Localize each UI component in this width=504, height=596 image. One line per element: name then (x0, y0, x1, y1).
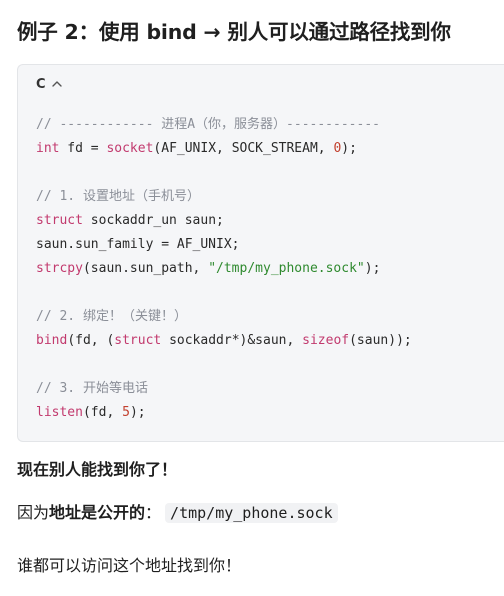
code-token: // ------------ 进程A（你，服务器）------------ (36, 117, 380, 132)
code-token: ); (341, 141, 357, 156)
code-token: struct (36, 213, 83, 228)
code-line: // 2. 绑定！（关键！） (36, 305, 412, 329)
chevron-up-icon (51, 81, 62, 87)
code-token: int (36, 141, 60, 156)
code-content: // ------------ 进程A（你，服务器）------------ in… (36, 113, 412, 425)
reason-colon: ： (145, 503, 162, 522)
code-line (36, 353, 412, 377)
statement-found: 现在别人能找到你了！ (17, 460, 178, 479)
code-token: sockaddr*)&saun, (161, 333, 303, 348)
code-token: "/tmp/my_phone.sock" (208, 261, 365, 276)
code-token: fd = (59, 141, 107, 156)
code-token: sizeof (302, 333, 350, 348)
code-token: socket (106, 141, 154, 156)
code-token: ); (129, 405, 146, 420)
section-heading: 例子 2：使用 bind → 别人可以通过路径找到你 (17, 20, 451, 44)
code-token: (fd, ( (67, 333, 115, 348)
code-token: 0 (333, 141, 342, 156)
code-line: listen(fd, 5); (36, 401, 412, 425)
code-token: ); (364, 261, 381, 276)
reason-prefix: 因为 (17, 503, 50, 522)
code-token: sockaddr_un saun; (82, 213, 224, 228)
code-token: // 3. 开始等电话 (36, 381, 148, 396)
code-collapse-toggle[interactable]: C (36, 77, 63, 92)
code-token: (fd, (82, 405, 123, 420)
code-token: saun.sun_family = AF_UNIX; (36, 237, 240, 252)
code-token: 5 (122, 405, 130, 420)
code-token: listen (36, 405, 83, 420)
code-line: strcpy(saun.sun_path, "/tmp/my_phone.soc… (36, 257, 412, 281)
code-line (36, 281, 412, 305)
statement-access: 谁都可以访问这个地址找到你！ (17, 556, 242, 575)
code-token: (AF_UNIX, SOCK_STREAM, (153, 141, 334, 156)
code-token: // 1. 设置地址（手机号） (36, 189, 200, 204)
code-line: int fd = socket(AF_UNIX, SOCK_STREAM, 0)… (36, 137, 412, 161)
code-language-label: C (36, 76, 46, 92)
socket-path-code: /tmp/my_phone.sock (165, 503, 338, 523)
code-line (36, 161, 412, 185)
statement-reason: 因为地址是公开的：/tmp/my_phone.sock (17, 501, 338, 525)
code-line: bind(fd, (struct sockaddr*)&saun, sizeof… (36, 329, 412, 353)
code-token: bind (36, 333, 68, 348)
code-line: // 1. 设置地址（手机号） (36, 185, 412, 209)
code-block-header: C (36, 73, 63, 95)
code-token: (saun.sun_path, (82, 261, 209, 276)
code-line: struct sockaddr_un saun; (36, 209, 412, 233)
code-block: C // ------------ 进程A（你，服务器）------------… (17, 64, 504, 442)
reason-bold: 地址是公开的 (49, 503, 146, 522)
code-token: // 2. 绑定！（关键！） (36, 309, 187, 324)
code-token: struct (114, 333, 162, 348)
code-token: (saun)); (349, 333, 412, 348)
code-line: saun.sun_family = AF_UNIX; (36, 233, 412, 257)
code-line: // ------------ 进程A（你，服务器）------------ (36, 113, 412, 137)
code-line: // 3. 开始等电话 (36, 377, 412, 401)
code-token: strcpy (36, 261, 83, 276)
